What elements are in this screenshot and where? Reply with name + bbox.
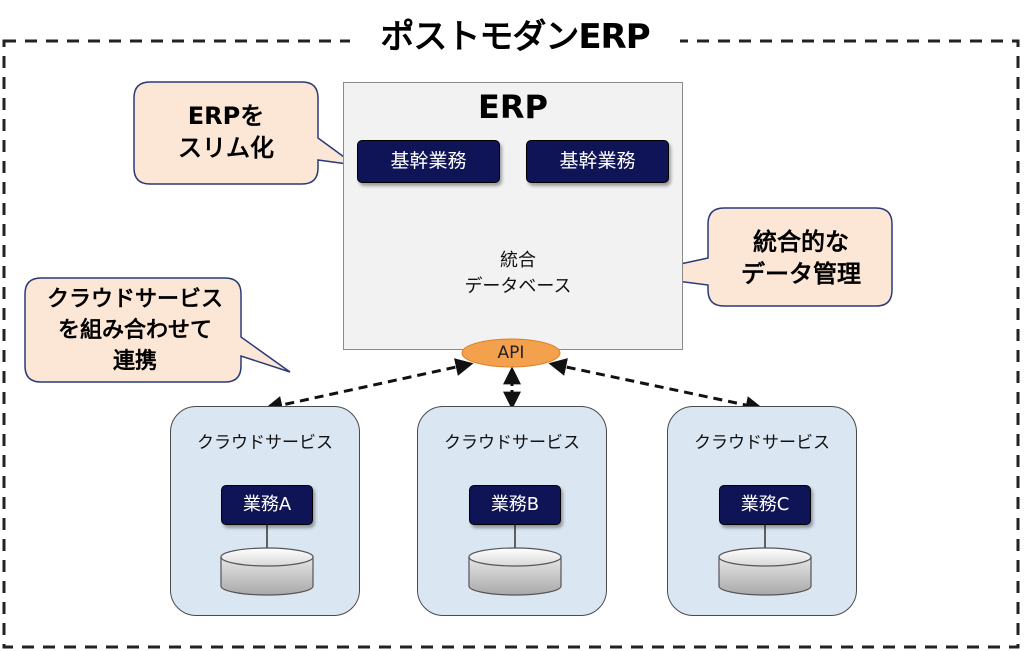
task-box-a: 業務A bbox=[221, 485, 313, 525]
callout-cloud-integration-bubble bbox=[24, 277, 291, 383]
task-box-c: 業務C bbox=[719, 485, 811, 525]
service-b-database-cylinder bbox=[468, 547, 562, 596]
callout-cloud-integration-text: クラウドサービス を組み合わせて 連携 bbox=[25, 284, 245, 377]
callout-line: ERPを bbox=[187, 102, 265, 130]
service-a-database-cylinder bbox=[220, 547, 314, 596]
callout-erp-slim-text: ERPを スリム化 bbox=[135, 100, 317, 164]
callout-line: 統合的な bbox=[753, 228, 849, 256]
cloud-service-title-c: クラウドサービス bbox=[694, 433, 830, 453]
callout-line: を組み合わせて bbox=[57, 318, 212, 343]
api-label: API bbox=[497, 343, 525, 363]
cloud-service-title-a: クラウドサービス bbox=[197, 433, 333, 453]
database-label-line2: データベース bbox=[464, 276, 572, 297]
arrow-api-to-service-c bbox=[548, 358, 764, 414]
api-ellipse bbox=[461, 338, 561, 368]
callout-erp-slim-bubble bbox=[133, 81, 356, 185]
page-title: ポストモダンERP bbox=[350, 8, 680, 66]
cloud-service-title-b: クラウドサービス bbox=[444, 433, 580, 453]
callout-integrated-data-bubble bbox=[629, 207, 893, 307]
service-c-database-cylinder bbox=[718, 547, 812, 596]
core-task-box-2: 基幹業務 bbox=[526, 140, 669, 183]
arrow-api-to-service-a bbox=[264, 358, 474, 414]
integrated-database-label: 統合 データベース bbox=[445, 248, 591, 300]
core-task-box-1: 基幹業務 bbox=[357, 140, 500, 183]
erp-title: ERP bbox=[478, 88, 548, 126]
erp-system-box bbox=[343, 82, 683, 350]
callout-line: データ管理 bbox=[741, 260, 861, 288]
callout-integrated-data-text: 統合的な データ管理 bbox=[710, 226, 892, 290]
callout-line: スリム化 bbox=[178, 134, 274, 162]
callout-line: クラウドサービス bbox=[46, 287, 223, 312]
callout-line: 連携 bbox=[112, 349, 157, 374]
task-box-b: 業務B bbox=[469, 485, 561, 525]
database-label-line1: 統合 bbox=[500, 250, 536, 271]
